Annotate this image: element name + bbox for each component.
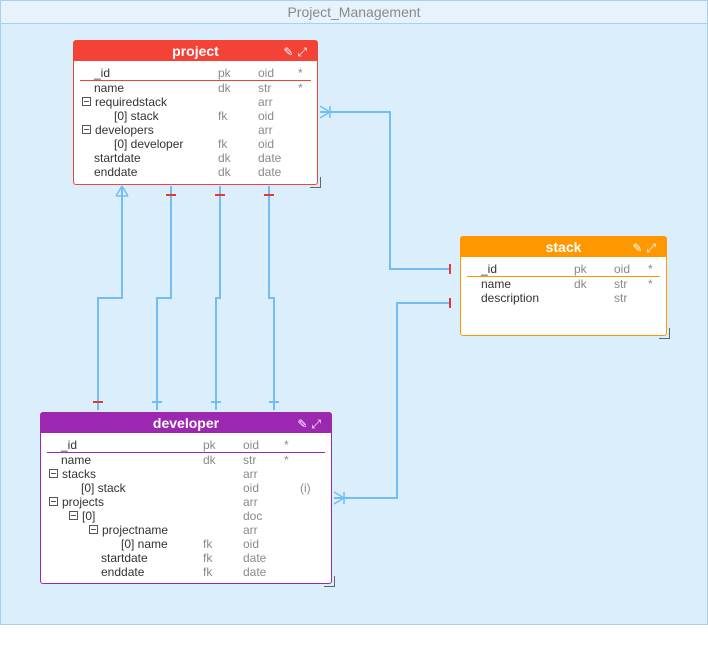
collapse-icon[interactable] bbox=[82, 125, 91, 135]
expand-icon[interactable]: ⤢ bbox=[311, 417, 325, 431]
field-row[interactable]: requiredstack arr bbox=[74, 95, 317, 109]
entity-stack[interactable]: stack ✎⤢ _id pk oid * name dk str * desc… bbox=[460, 236, 670, 339]
expand-icon[interactable]: ⤢ bbox=[297, 45, 311, 59]
collapse-icon[interactable] bbox=[49, 469, 58, 479]
collapse-icon[interactable] bbox=[89, 525, 98, 535]
resize-handle[interactable] bbox=[324, 576, 335, 587]
field-row[interactable]: _id pk oid * bbox=[94, 66, 303, 80]
entity-title: stack bbox=[545, 239, 582, 255]
collapse-icon[interactable] bbox=[82, 97, 91, 107]
field-row[interactable]: name dk str * bbox=[94, 81, 303, 95]
entity-header[interactable]: stack ✎⤢ bbox=[461, 237, 666, 257]
resize-handle[interactable] bbox=[659, 328, 670, 339]
field-row[interactable]: name dk str * bbox=[61, 453, 289, 467]
expand-icon[interactable]: ⤢ bbox=[646, 241, 660, 255]
entity-project[interactable]: project ✎⤢ _id pk oid * name dk str * re… bbox=[73, 40, 321, 188]
entity-header[interactable]: project ✎⤢ bbox=[74, 41, 317, 61]
field-row[interactable]: [0] stack fk oid bbox=[114, 109, 275, 123]
entity-header[interactable]: developer ✎⤢ bbox=[41, 413, 331, 433]
resize-handle[interactable] bbox=[310, 177, 321, 188]
field-row[interactable]: projects arr bbox=[41, 495, 331, 509]
field-row[interactable]: name dk str * bbox=[481, 277, 653, 291]
pk-separator bbox=[80, 80, 311, 81]
collapse-icon[interactable] bbox=[49, 497, 58, 507]
entity-title: developer bbox=[152, 415, 220, 431]
field-row[interactable]: _id pk oid * bbox=[481, 262, 653, 276]
edit-icon[interactable]: ✎ bbox=[283, 45, 298, 59]
field-row[interactable]: [0] doc bbox=[41, 509, 331, 523]
field-row[interactable]: [0] developer fk oid bbox=[114, 137, 275, 151]
field-row[interactable]: stacks arr bbox=[41, 467, 331, 481]
pk-separator bbox=[47, 452, 325, 453]
field-row[interactable]: startdate dk date bbox=[94, 151, 282, 165]
collapse-icon[interactable] bbox=[69, 511, 78, 521]
field-row[interactable]: [0] name fk oid bbox=[121, 537, 260, 551]
diagram-title: Project_Management bbox=[1, 1, 707, 24]
field-row[interactable]: enddate dk date bbox=[94, 165, 282, 179]
edit-icon[interactable]: ✎ bbox=[632, 241, 647, 255]
field-row[interactable]: description str bbox=[481, 291, 628, 305]
edit-icon[interactable]: ✎ bbox=[297, 417, 312, 431]
field-row[interactable]: _id pk oid * bbox=[61, 438, 289, 452]
field-row[interactable]: enddate fk date bbox=[101, 565, 267, 579]
field-row[interactable]: developers arr bbox=[74, 123, 317, 137]
field-row[interactable]: startdate fk date bbox=[101, 551, 267, 565]
field-row[interactable]: projectname arr bbox=[41, 523, 331, 537]
field-row[interactable]: [0] stack oid (i) bbox=[81, 481, 311, 495]
entity-developer[interactable]: developer ✎⤢ _id pk oid * name dk str * … bbox=[40, 412, 335, 587]
entity-title: project bbox=[172, 43, 219, 59]
pk-separator bbox=[467, 276, 660, 277]
